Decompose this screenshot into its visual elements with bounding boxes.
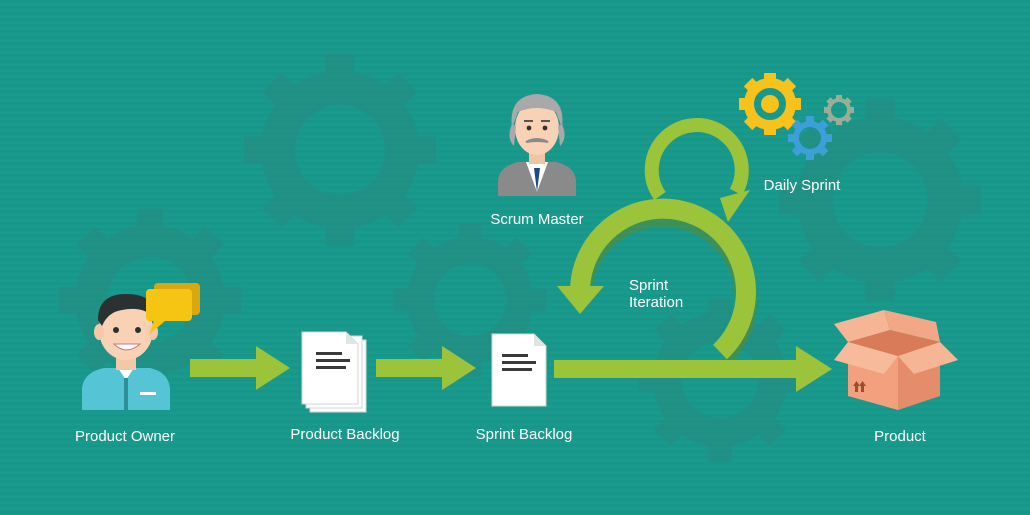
sprint-iteration-loop xyxy=(554,198,832,392)
yellow-gear-icon xyxy=(739,73,801,135)
daily-sprint-loop xyxy=(644,118,750,222)
sprint-iteration-label-line1: Sprint xyxy=(629,277,669,294)
product-owner-figure xyxy=(82,294,170,410)
scrum-master-figure xyxy=(498,94,576,196)
scrum-master-label: Scrum Master xyxy=(490,211,584,228)
sprint-backlog-document-icon xyxy=(491,333,547,407)
product-backlog-document-icon xyxy=(301,331,367,413)
sprint-backlog-label: Sprint Backlog xyxy=(475,426,573,443)
arrow-product-backlog-to-sprint-backlog xyxy=(376,346,476,390)
daily-sprint-label: Daily Sprint xyxy=(763,177,841,194)
product-owner-label: Product Owner xyxy=(74,428,176,445)
background-gear-icon xyxy=(779,99,981,301)
blue-gear-icon xyxy=(788,116,832,160)
background-gear-icon xyxy=(244,54,436,246)
product-box-icon xyxy=(834,310,958,410)
background-gear-icon xyxy=(638,298,801,461)
arrow-owner-to-product-backlog xyxy=(190,346,290,390)
product-label: Product xyxy=(874,428,926,445)
speech-bubble-icon xyxy=(146,283,200,334)
sprint-iteration-label-line2: Iteration xyxy=(629,294,684,311)
grey-gear-icon xyxy=(824,95,854,125)
product-backlog-label: Product Backlog xyxy=(290,426,400,443)
